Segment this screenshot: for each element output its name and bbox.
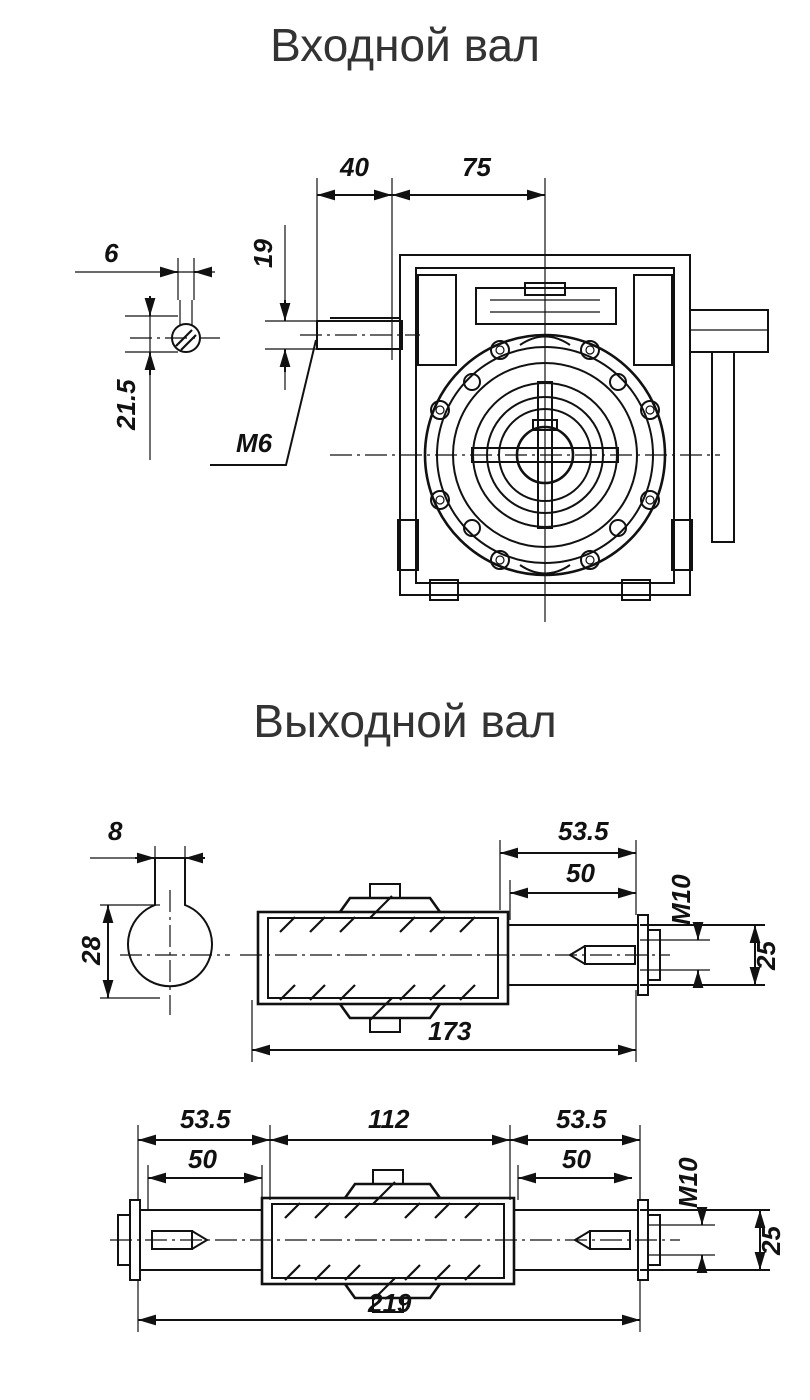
- flange-bolts: [430, 340, 660, 570]
- dim-m10: M10: [666, 874, 696, 925]
- dim-6: 6: [104, 238, 119, 268]
- dim-219: 219: [367, 1288, 412, 1318]
- input-shaft-drawing: [75, 178, 769, 622]
- output-shaft-title: Выходной вал: [253, 695, 557, 747]
- gearbox-housing: [330, 254, 769, 601]
- dim-173: 173: [428, 1016, 472, 1046]
- dim-50-right: 50: [562, 1144, 591, 1174]
- dim-25-double: 25: [756, 1226, 786, 1256]
- dim-53-5-right: 53.5: [556, 1104, 607, 1134]
- dim-21-5: 21.5: [111, 379, 141, 431]
- dim-50: 50: [566, 858, 595, 888]
- dim-75: 75: [462, 152, 491, 182]
- output-double-drawing: [110, 1125, 770, 1332]
- dim-40: 40: [339, 152, 369, 182]
- dim-m10-double: M10: [673, 1157, 703, 1208]
- output-single-drawing: [90, 840, 765, 1062]
- dim-53-5-left: 53.5: [180, 1104, 231, 1134]
- dim-50-left: 50: [188, 1144, 217, 1174]
- dim-m6: M6: [236, 428, 273, 458]
- dim-8: 8: [108, 816, 123, 846]
- dim-28: 28: [76, 936, 106, 966]
- hatching-double: [284, 1181, 481, 1301]
- dim-112: 112: [368, 1104, 410, 1134]
- hatching-top: [279, 895, 476, 933]
- input-key-section: [75, 258, 220, 460]
- dim-53-5: 53.5: [558, 816, 609, 846]
- input-shaft-title: Входной вал: [270, 19, 540, 71]
- dim-19: 19: [248, 239, 278, 268]
- hatching-bottom: [279, 984, 476, 1021]
- dim-25: 25: [751, 941, 781, 971]
